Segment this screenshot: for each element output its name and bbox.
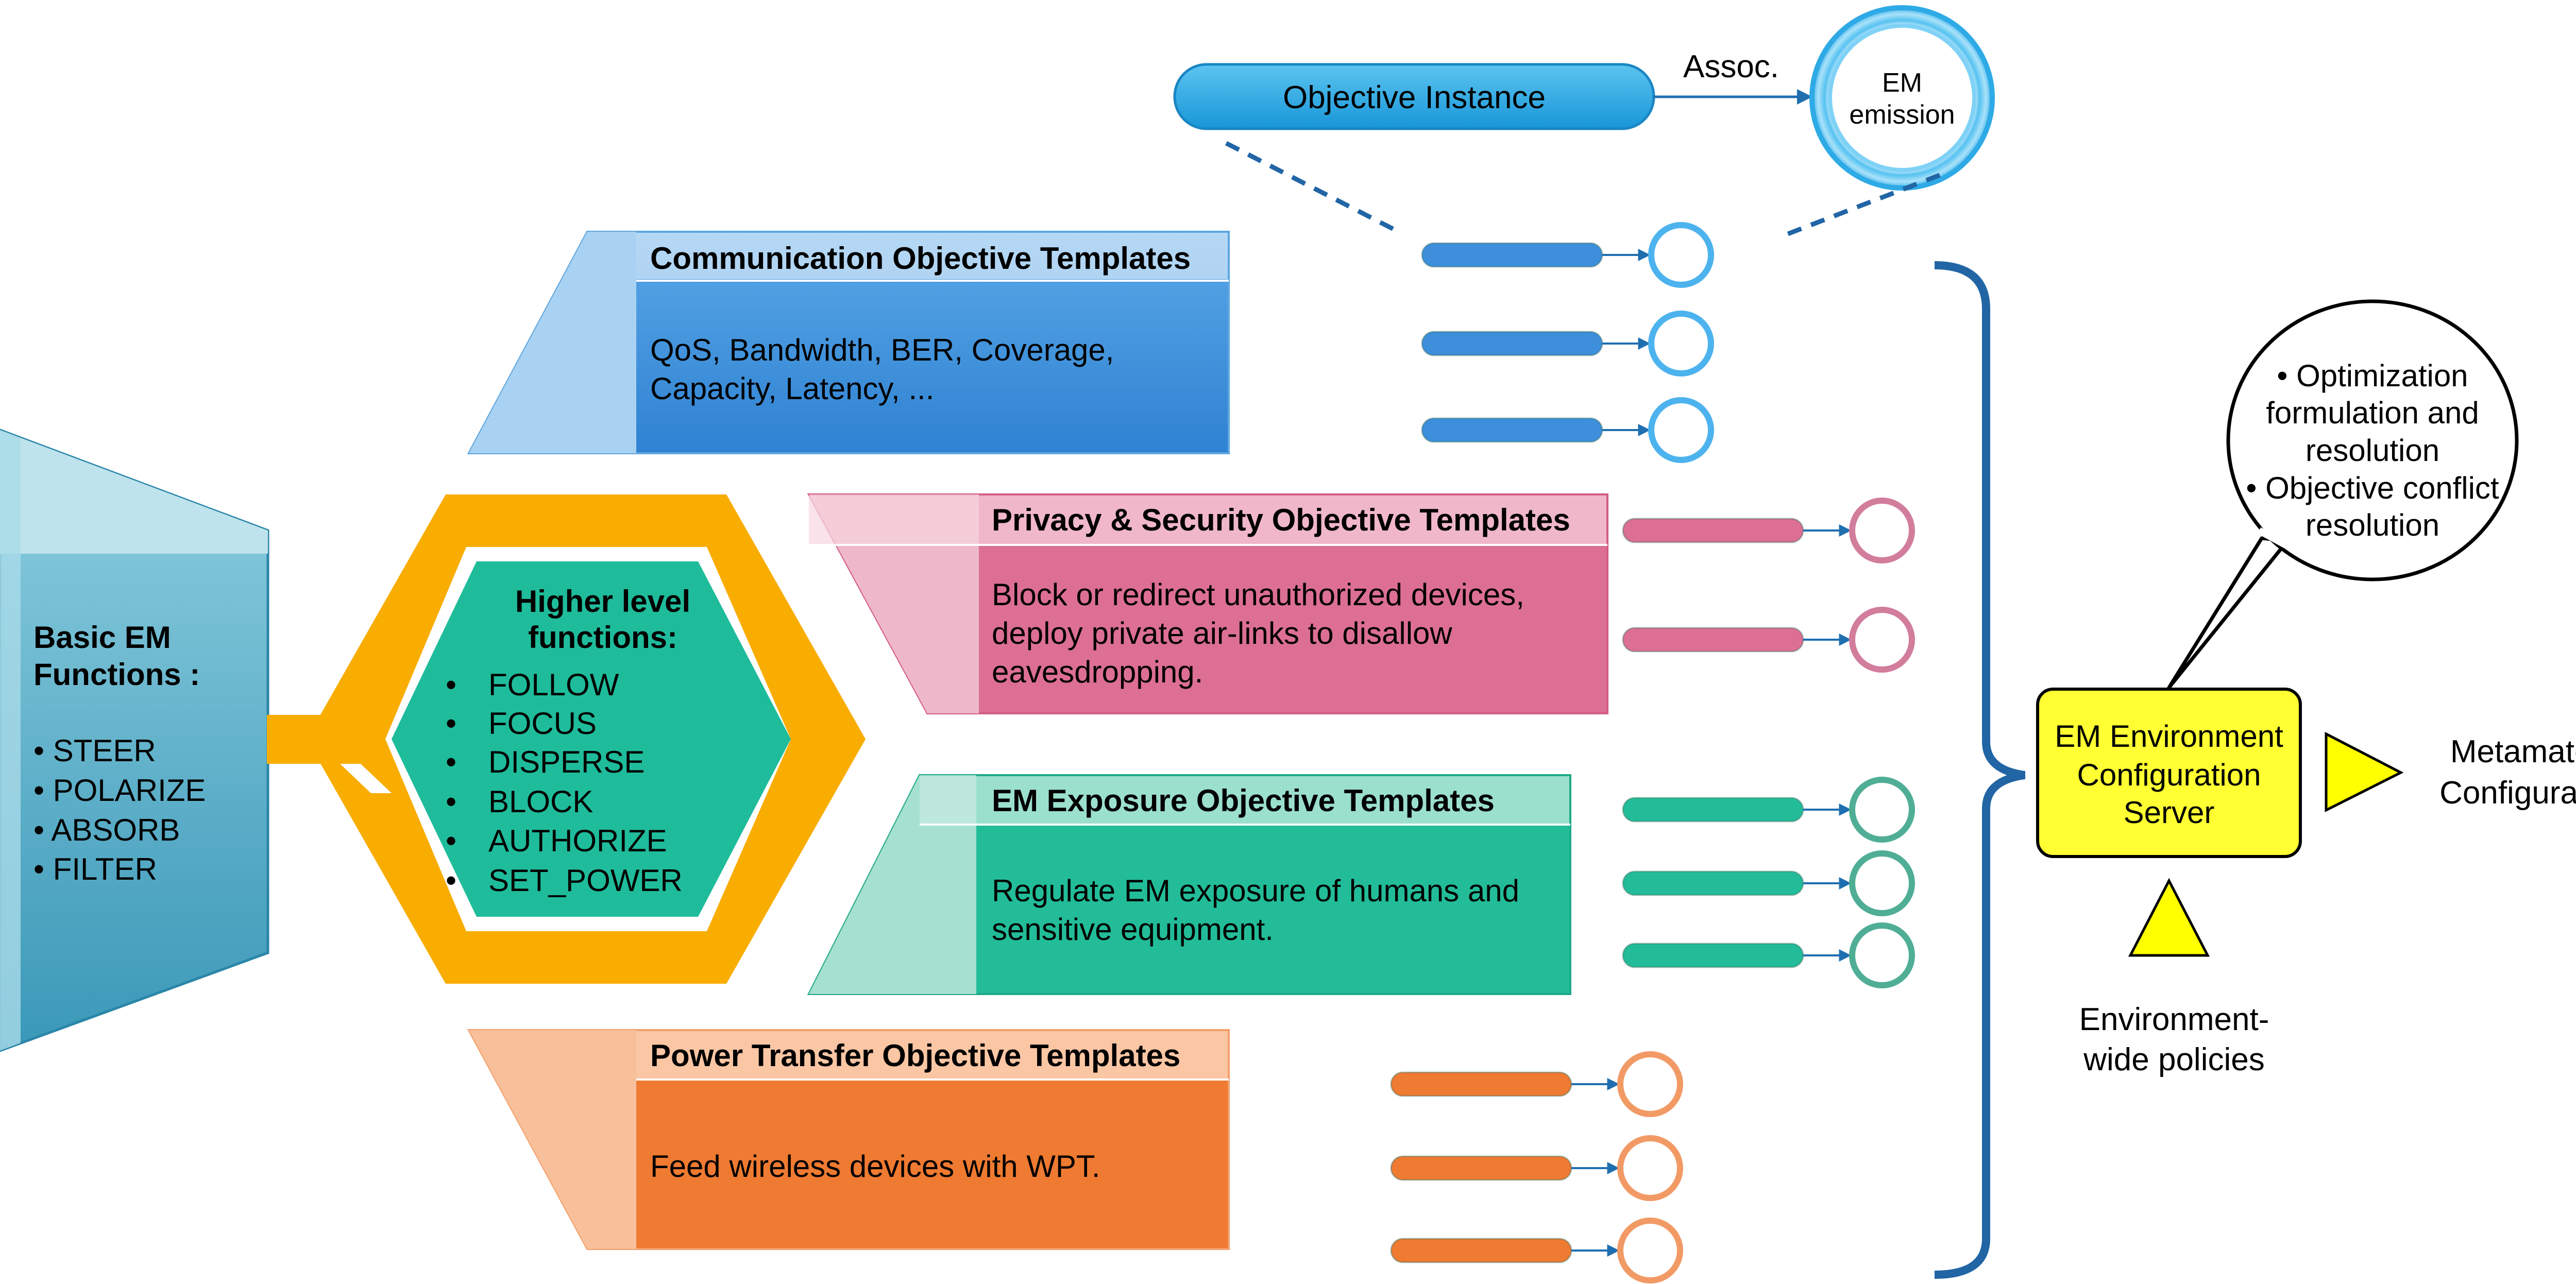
zoom-dash-right bbox=[1779, 173, 1941, 239]
privacy-left-band bbox=[809, 494, 979, 713]
basic-em-title-line2: Functions : bbox=[33, 657, 200, 692]
bubble-line: resolution bbox=[2306, 508, 2439, 542]
basic-em-item: • ABSORB bbox=[33, 813, 180, 847]
basic-em-item: • POLARIZE bbox=[33, 773, 206, 808]
communication-templates: Communication Objective Templates QoS, B… bbox=[467, 231, 1230, 454]
basic-em-top-band bbox=[0, 430, 268, 554]
bullet-glyph: • bbox=[446, 667, 456, 702]
power-templates: Power Transfer Objective Templates Feed … bbox=[467, 1029, 1230, 1250]
instance-circle bbox=[1617, 1051, 1683, 1117]
instance-pill bbox=[1622, 870, 1804, 896]
em-emission-line2: emission bbox=[1849, 100, 1955, 130]
bubble-line: resolution bbox=[2306, 433, 2439, 468]
instance-pill bbox=[1390, 1071, 1572, 1097]
basic-em-item: • STEER bbox=[33, 733, 156, 768]
higher-level-functions: Higher level functions: • FOLLOW • FOCUS… bbox=[267, 494, 866, 984]
objective-instance-group: Objective Instance Assoc. EM emission bbox=[1173, 5, 1995, 239]
power-left-band bbox=[469, 1030, 636, 1249]
privacy-templates: Privacy & Security Objective Templates B… bbox=[807, 493, 1608, 714]
instance-circle bbox=[1648, 311, 1714, 376]
privacy-line: deploy private air-links to disallow bbox=[992, 616, 1452, 650]
hexagon-inner bbox=[392, 561, 791, 917]
instance-pill bbox=[1622, 797, 1804, 823]
exposure-shape bbox=[807, 774, 1571, 995]
higher-level-item: FOCUS bbox=[488, 706, 597, 741]
communication-title: Communication Objective Templates bbox=[650, 241, 1191, 276]
higher-level-item: AUTHORIZE bbox=[488, 824, 667, 858]
privacy-line: Block or redirect unauthorized devices, bbox=[992, 577, 1524, 612]
bubble-line: • Optimization bbox=[2277, 358, 2468, 393]
server-line: EM Environment bbox=[2055, 719, 2283, 754]
higher-level-list: • FOLLOW • FOCUS • DISPERSE • BLOCK • AU… bbox=[446, 667, 683, 898]
em-emission-line1: EM bbox=[1882, 68, 1922, 98]
higher-level-item: SET_POWER bbox=[488, 863, 683, 898]
instance-pill bbox=[1390, 1155, 1572, 1181]
instance-circle bbox=[1648, 222, 1714, 288]
power-line: Feed wireless devices with WPT. bbox=[650, 1149, 1100, 1184]
instance-pill bbox=[1622, 627, 1804, 653]
higher-level-item: DISPERSE bbox=[488, 745, 645, 779]
instance-pill bbox=[1421, 331, 1603, 356]
bubble-line: formulation and bbox=[2266, 396, 2479, 430]
instance-pill bbox=[1421, 242, 1603, 268]
communication-left-band bbox=[469, 232, 636, 453]
policies-label-line1: Environment- bbox=[2079, 1002, 2269, 1037]
bullet-glyph: • bbox=[446, 745, 456, 779]
instance-circle bbox=[1849, 922, 1915, 988]
instance-circle bbox=[1617, 1135, 1683, 1201]
privacy-title: Privacy & Security Objective Templates bbox=[992, 503, 1570, 537]
exposure-templates: EM Exposure Objective Templates Regulate… bbox=[807, 774, 1571, 995]
exposure-title: EM Exposure Objective Templates bbox=[992, 783, 1495, 818]
power-title: Power Transfer Objective Templates bbox=[650, 1038, 1180, 1073]
basic-em-item: • FILTER bbox=[33, 852, 157, 886]
higher-level-item: BLOCK bbox=[488, 784, 593, 819]
instance-circle bbox=[1617, 1218, 1683, 1283]
higher-level-title-line2: functions: bbox=[528, 620, 677, 655]
bullet-glyph: • bbox=[446, 784, 456, 819]
bullet-glyph: • bbox=[446, 706, 456, 741]
basic-em-title-line1: Basic EM bbox=[33, 620, 171, 655]
assoc-label: Assoc. bbox=[1683, 49, 1779, 84]
instance-rows bbox=[1390, 222, 1915, 1283]
instance-circle bbox=[1849, 498, 1915, 563]
communication-line: Capacity, Latency, ... bbox=[650, 371, 934, 406]
instance-pill bbox=[1421, 417, 1603, 443]
grouping-brace bbox=[1934, 261, 2026, 1279]
basic-em-left-band bbox=[0, 430, 21, 1051]
instance-circle bbox=[1849, 607, 1915, 673]
bullet-glyph: • bbox=[446, 824, 456, 858]
policies-input-triangle bbox=[2128, 878, 2210, 957]
bubble-line: • Objective conflict bbox=[2246, 471, 2499, 505]
metamaterial-label-line2: Configurations bbox=[2439, 775, 2576, 811]
instance-pill bbox=[1622, 518, 1804, 543]
exposure-line: Regulate EM exposure of humans and bbox=[992, 874, 1519, 908]
instance-circle bbox=[1648, 397, 1714, 463]
server-line: Server bbox=[2124, 795, 2215, 830]
instance-pill bbox=[1390, 1238, 1572, 1263]
instance-circle bbox=[1849, 850, 1915, 916]
privacy-line: eavesdropping. bbox=[992, 655, 1203, 689]
exposure-line: sensitive equipment. bbox=[992, 912, 1274, 947]
server-box bbox=[2036, 688, 2302, 858]
instance-circle bbox=[1849, 777, 1915, 843]
zoom-dash-left bbox=[1225, 141, 1395, 232]
instance-pill bbox=[1622, 943, 1804, 968]
em-emission-circle bbox=[1809, 5, 1995, 191]
metamaterial-label-line1: Metamaterial bbox=[2450, 734, 2576, 769]
exposure-left-band bbox=[809, 775, 976, 994]
communication-line: QoS, Bandwidth, BER, Coverage, bbox=[650, 333, 1114, 367]
em-environment-server: EM Environment Configuration Server bbox=[2036, 688, 2302, 858]
higher-level-item: FOLLOW bbox=[488, 667, 619, 702]
bullet-glyph: • bbox=[446, 863, 456, 898]
speech-bubble-tail bbox=[2167, 536, 2290, 690]
higher-level-title-line1: Higher level bbox=[515, 584, 690, 619]
objective-instance-label: Objective Instance bbox=[1283, 80, 1546, 115]
policies-label-line2: wide policies bbox=[2083, 1042, 2265, 1077]
metamaterial-output-triangle bbox=[2325, 731, 2404, 813]
speech-bubble-body bbox=[2226, 299, 2519, 581]
speech-bubble: • Optimization formulation and resolutio… bbox=[2167, 299, 2519, 690]
basic-em-functions: Basic EM Functions : • STEER • POLARIZE … bbox=[0, 429, 269, 1052]
server-line: Configuration bbox=[2077, 758, 2261, 792]
